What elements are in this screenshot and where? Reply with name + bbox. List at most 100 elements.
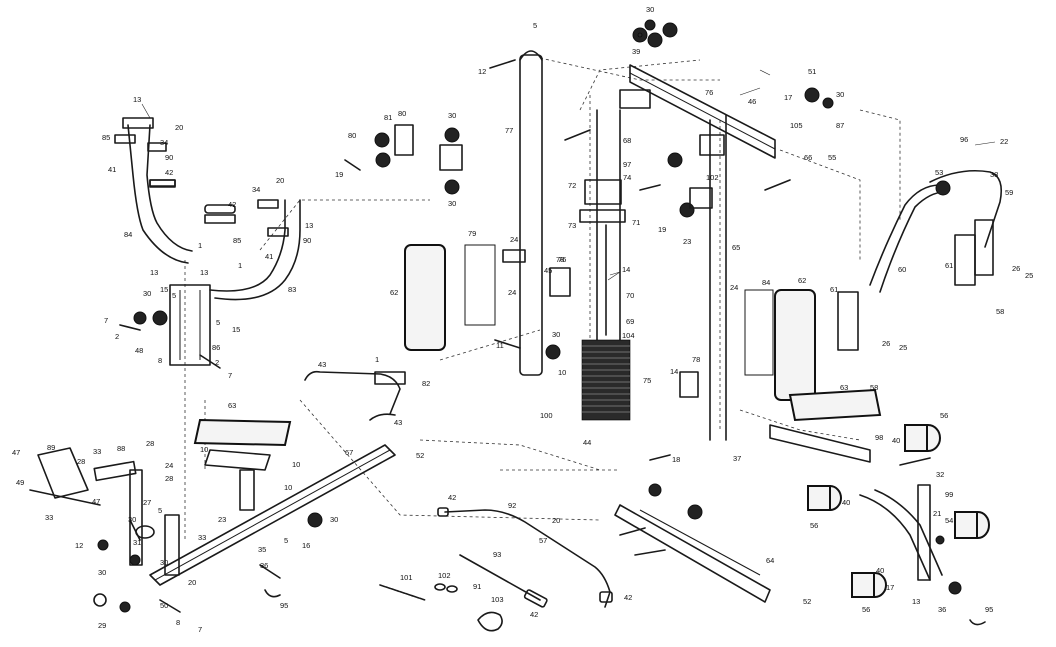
callout-43: 43 xyxy=(318,360,326,369)
callout-71: 71 xyxy=(632,218,640,227)
callout-83: 83 xyxy=(288,285,296,294)
callout-33: 33 xyxy=(93,447,101,456)
callout-46: 46 xyxy=(748,97,756,106)
callout-63: 63 xyxy=(228,401,236,410)
callout-77: 77 xyxy=(505,126,513,135)
callout-39: 39 xyxy=(632,47,640,56)
leader-lines xyxy=(141,69,996,281)
callout-10: 10 xyxy=(292,460,300,469)
callout-15: 15 xyxy=(160,285,168,294)
callout-90: 90 xyxy=(165,153,173,162)
callout-43: 43 xyxy=(394,418,402,427)
callout-42: 42 xyxy=(165,168,173,177)
callout-41: 41 xyxy=(108,165,116,174)
callout-61: 61 xyxy=(945,261,953,270)
callout-29: 29 xyxy=(98,621,106,630)
callout-1: 1 xyxy=(238,261,242,270)
arm-mount-86 xyxy=(169,284,211,366)
leg-arm-94 xyxy=(859,484,943,581)
callout-13: 13 xyxy=(150,268,158,277)
callout-42: 42 xyxy=(624,593,632,602)
callout-5: 5 xyxy=(172,291,176,300)
callout-20: 20 xyxy=(188,578,196,587)
callout-2: 2 xyxy=(115,332,119,341)
hook-95 xyxy=(264,589,986,626)
callout-33: 33 xyxy=(198,533,206,542)
callout-65: 65 xyxy=(732,243,740,252)
callout-49: 49 xyxy=(16,478,24,487)
callout-64: 64 xyxy=(766,556,774,565)
top-plate-72 xyxy=(579,179,626,336)
callout-5: 5 xyxy=(533,21,537,30)
callout-103: 103 xyxy=(491,595,504,604)
callout-47: 47 xyxy=(92,497,100,506)
callout-48: 48 xyxy=(135,346,143,355)
callout-68: 68 xyxy=(623,136,631,145)
callout-62: 62 xyxy=(798,276,806,285)
callout-57: 57 xyxy=(539,536,547,545)
callout-75: 75 xyxy=(643,376,651,385)
callout-93: 93 xyxy=(493,550,501,559)
callout-102: 102 xyxy=(438,571,451,580)
pulley-set xyxy=(133,19,962,595)
callout-20: 20 xyxy=(276,176,284,185)
callout-21: 21 xyxy=(933,509,941,518)
callout-25: 25 xyxy=(1025,271,1033,280)
callout-59: 59 xyxy=(1005,188,1013,197)
callout-47: 47 xyxy=(12,448,20,457)
handles-left xyxy=(114,134,279,224)
callout-32: 32 xyxy=(936,470,944,479)
callout-53: 53 xyxy=(935,168,943,177)
lat-bar-92 xyxy=(437,507,613,608)
press-arm-84 xyxy=(122,117,193,264)
callout-44: 44 xyxy=(583,438,591,447)
callout-95: 95 xyxy=(985,605,993,614)
callout-45: 45 xyxy=(544,266,552,275)
callout-98: 98 xyxy=(875,433,883,442)
callout-95: 95 xyxy=(280,601,288,610)
top-beam-76 xyxy=(629,64,776,159)
callout-24: 24 xyxy=(730,283,738,292)
callout-62: 62 xyxy=(390,288,398,297)
callout-78: 78 xyxy=(556,255,564,264)
callout-42: 42 xyxy=(448,493,456,502)
callout-13: 13 xyxy=(200,268,208,277)
upper-arm-60 xyxy=(869,184,946,293)
callout-13: 13 xyxy=(912,597,920,606)
callout-14: 14 xyxy=(670,367,678,376)
callout-92: 92 xyxy=(508,501,516,510)
callout-30: 30 xyxy=(98,568,106,577)
weight-stack-75 xyxy=(581,339,631,421)
callout-99: 99 xyxy=(945,490,953,499)
callout-41: 41 xyxy=(265,252,273,261)
callout-23: 23 xyxy=(218,515,226,524)
callout-17: 17 xyxy=(784,93,792,102)
callout-40: 40 xyxy=(876,566,884,575)
callout-51: 51 xyxy=(808,67,816,76)
callout-66: 66 xyxy=(804,153,812,162)
callout-105: 105 xyxy=(790,121,803,130)
callout-28: 28 xyxy=(77,457,85,466)
callout-36: 36 xyxy=(938,605,946,614)
callout-87: 87 xyxy=(836,121,844,130)
callout-40: 40 xyxy=(842,498,850,507)
callout-20: 20 xyxy=(175,123,183,132)
callout-24: 24 xyxy=(165,461,173,470)
callout-19: 19 xyxy=(335,170,343,179)
rear-upright-65 xyxy=(709,114,727,441)
pulley-brackets-80 xyxy=(394,89,725,209)
callout-70: 70 xyxy=(626,291,634,300)
leg-lift-bar-43 xyxy=(304,370,406,421)
callout-30: 30 xyxy=(552,330,560,339)
callout-88: 88 xyxy=(117,444,125,453)
callout-34: 34 xyxy=(252,185,260,194)
callout-42: 42 xyxy=(228,200,236,209)
callout-5: 5 xyxy=(216,318,220,327)
footplate-89 xyxy=(29,447,101,506)
rear-base-64 xyxy=(614,504,771,603)
callout-labels: 13 20 85 34 90 41 42 84 13 1 34 20 42 85… xyxy=(12,5,1033,634)
back-pad-62-left xyxy=(404,244,496,351)
bracket-78 xyxy=(549,267,699,398)
callout-33: 33 xyxy=(45,513,53,522)
